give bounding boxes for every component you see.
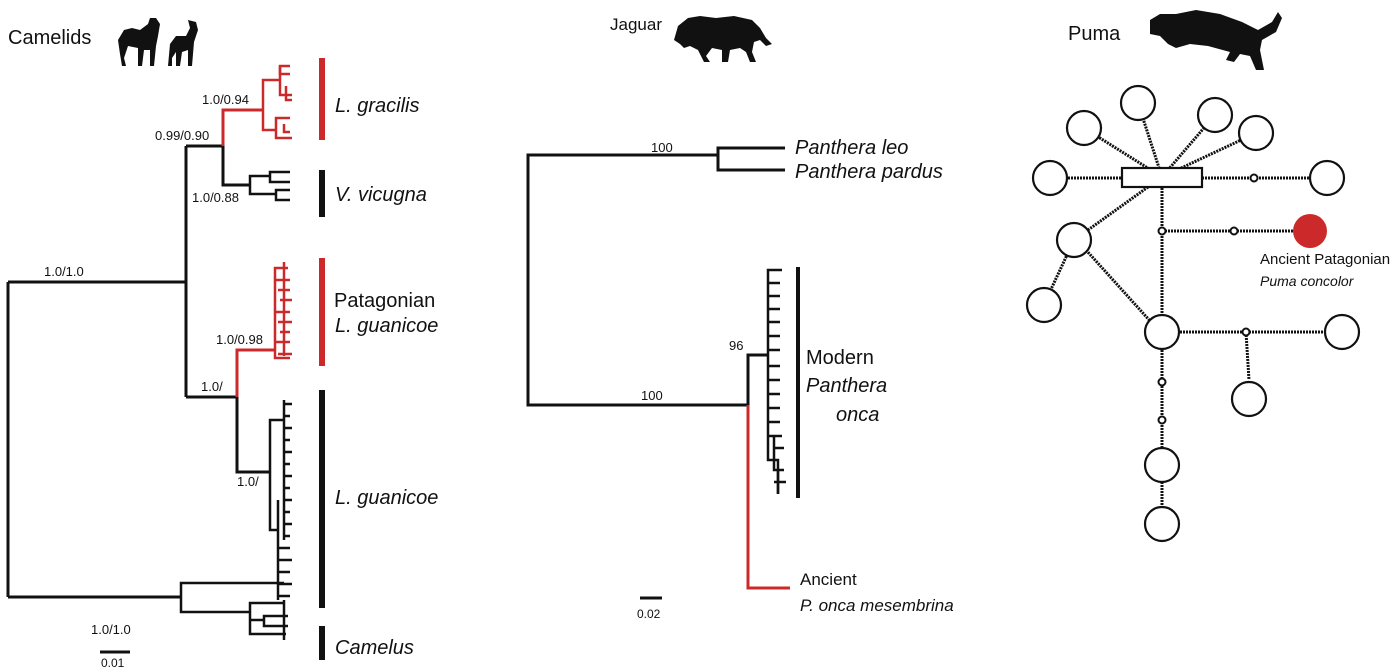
- modern-label-line1: Modern: [806, 347, 874, 369]
- gracilis-clade: [261, 64, 292, 140]
- guanicoe-clade: [268, 400, 292, 600]
- ancient-puma-label-line1: Ancient Patagonian: [1260, 251, 1390, 268]
- camelids-support-guanicoe: 1.0/: [237, 474, 259, 489]
- patagonian-clade: [273, 262, 292, 360]
- modern-onca-clade: [766, 268, 786, 494]
- jaguar-support-modern: 96: [729, 338, 743, 353]
- llama-silhouette-icon: [118, 18, 198, 66]
- leo-label: Panthera leo: [795, 137, 908, 159]
- pardus-label: Panthera pardus: [795, 161, 943, 183]
- jaguar-silhouette-icon: [674, 16, 772, 62]
- camelids-support-gracilis-vicugna: 0.99/0.90: [155, 128, 209, 143]
- vicugna-clade: [248, 170, 290, 202]
- jaguar-support-top: 100: [651, 140, 673, 155]
- camelids-title: Camelids: [8, 27, 91, 49]
- puma-panel: Puma: [1025, 10, 1390, 543]
- ancient-jaguar-label-line2: P. onca mesembrina: [800, 596, 954, 615]
- jaguar-support-bottom: 100: [641, 388, 663, 403]
- modern-label-line3: onca: [836, 404, 879, 426]
- jaguar-title: Jaguar: [610, 15, 662, 34]
- puma-title: Puma: [1068, 23, 1121, 45]
- camelids-scale-label: 0.01: [101, 656, 125, 669]
- jaguar-panel: Jaguar 100 100 96 Panthera leo Panthera …: [526, 15, 954, 621]
- ancient-puma-node: [1293, 214, 1327, 248]
- camelids-support-camelus: 1.0/1.0: [91, 622, 131, 637]
- patagonian-label-line1: Patagonian: [334, 290, 435, 312]
- camelids-panel: Camelids: [6, 18, 438, 669]
- camelids-support-vicugna: 1.0/0.88: [192, 190, 239, 205]
- ancient-jaguar-label-line1: Ancient: [800, 570, 857, 589]
- median-vector-nodes: [1157, 173, 1259, 425]
- camelids-support-gracilis: 1.0/0.94: [202, 92, 249, 107]
- patagonian-label-line2: L. guanicoe: [335, 315, 438, 337]
- haplotype-network-nodes: [1025, 84, 1361, 543]
- haplotype-network-edges: [1044, 102, 1340, 508]
- camelids-support-patagonian: 1.0/0.98: [216, 332, 263, 347]
- puma-silhouette-icon: [1150, 10, 1282, 70]
- gracilis-label: L. gracilis: [335, 95, 419, 117]
- jaguar-scale-label: 0.02: [637, 607, 661, 621]
- vicugna-label: V. vicugna: [335, 184, 427, 206]
- camelus-clade: [179, 581, 288, 640]
- camelids-support-root: 1.0/1.0: [44, 264, 84, 279]
- camelus-label: Camelus: [335, 637, 414, 659]
- camelids-support-guanicoe-clade: 1.0/: [201, 379, 223, 394]
- guanicoe-label: L. guanicoe: [335, 487, 438, 509]
- modern-label-line2: Panthera: [806, 375, 887, 397]
- ancient-puma-label-line2: Puma concolor: [1260, 273, 1355, 289]
